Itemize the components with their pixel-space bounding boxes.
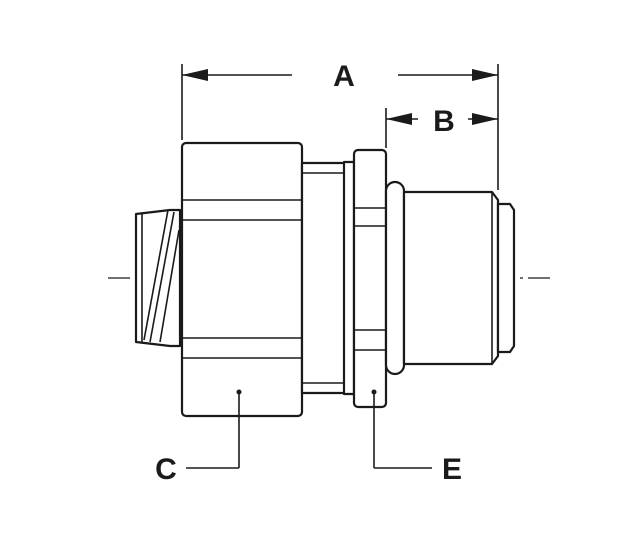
callout-c: C xyxy=(155,392,240,486)
dimension-a-label: A xyxy=(333,60,355,93)
body-shoulder xyxy=(342,160,356,396)
callout-e-label: E xyxy=(442,453,462,486)
callout-c-label: C xyxy=(155,453,177,486)
connector-body xyxy=(300,161,348,395)
dimension-b-label: B xyxy=(433,105,455,138)
callout-e: E xyxy=(373,392,462,486)
dimension-b: B xyxy=(385,105,498,148)
sealing-ring xyxy=(384,180,406,376)
conduit-end xyxy=(134,208,182,348)
dimension-a: A xyxy=(181,60,499,190)
compression-nut xyxy=(180,141,304,418)
threaded-end xyxy=(402,190,516,366)
lock-nut xyxy=(352,148,388,409)
